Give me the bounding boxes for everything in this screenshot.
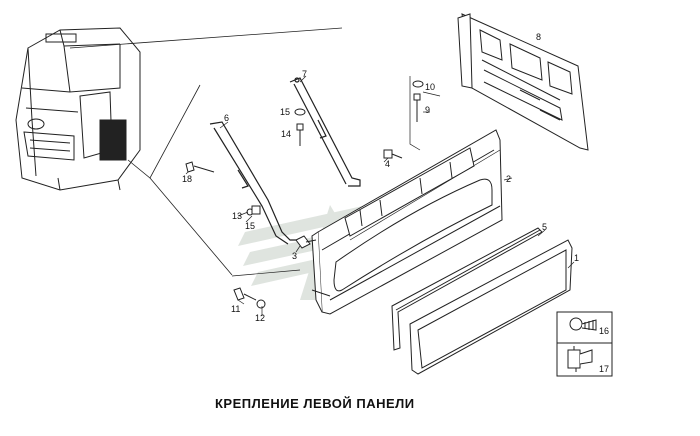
callout-2: 2 (506, 174, 511, 184)
callout-3: 3 (292, 251, 297, 261)
part-8-bracket (457, 13, 589, 151)
diagram-caption: КРЕПЛЕНИЕ ЛЕВОЙ ПАНЕЛИ (215, 396, 415, 411)
callout-6: 6 (224, 113, 229, 123)
callout-12: 12 (255, 313, 265, 323)
part-6-bracket (209, 121, 296, 245)
callout-9: 9 (425, 105, 430, 115)
leader-lines (69, 27, 343, 276)
callout-15a: 15 (280, 107, 290, 117)
fasteners (185, 80, 424, 309)
callout-17: 17 (599, 364, 609, 374)
truck-cab-icon (15, 27, 141, 191)
callout-5: 5 (542, 222, 547, 232)
callout-7: 7 (302, 69, 307, 79)
part-7-bracket (289, 77, 361, 187)
part-2-panel (311, 129, 503, 315)
callout-14: 14 (281, 129, 291, 139)
callout-4: 4 (385, 159, 390, 169)
part-5-seal (391, 227, 543, 351)
callout-labels: 8 7 10 9 6 15 14 4 2 18 13 15 5 3 1 11 1… (182, 32, 609, 374)
callout-leaders (185, 75, 575, 316)
callout-16: 16 (599, 326, 609, 336)
part-1-panel (409, 239, 573, 375)
callout-1: 1 (574, 253, 579, 263)
callout-8: 8 (536, 32, 541, 42)
screw-icon (569, 317, 597, 331)
callout-11: 11 (231, 304, 240, 314)
callout-10: 10 (425, 82, 435, 92)
callout-13: 13 (232, 211, 242, 221)
clip-icon (567, 346, 593, 372)
callout-18: 18 (182, 174, 192, 184)
callout-15b: 15 (245, 221, 255, 231)
